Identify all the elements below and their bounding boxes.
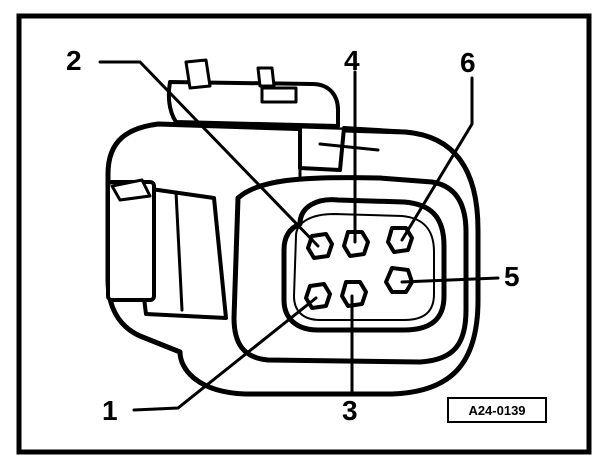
callout-6: 6 [460,47,476,78]
latch-slot [184,58,212,90]
leader-line-2 [98,60,320,248]
pin-cavity-4 [342,230,370,258]
latch-slot-2 [256,66,276,88]
pin-cavity-3 [340,280,368,308]
callout-1: 1 [102,395,118,426]
callout-3: 3 [342,395,358,426]
reference-code-box [447,397,547,423]
leader-line-6 [400,76,474,242]
reference-code: A24-0139 [468,403,525,418]
connector-housing [105,58,481,397]
side-panel-line [174,190,184,312]
callout-2: 2 [66,45,82,76]
pin-cavity-5 [384,266,414,294]
leader-line-1 [132,296,318,412]
pin-insert-ring [293,213,435,321]
side-latch-tab [110,178,152,202]
lock-bridge-inner [298,142,380,178]
latch-window [260,86,298,104]
leader-lines [98,60,500,412]
leader-line-5 [400,276,500,284]
callout-4: 4 [344,45,360,76]
callout-5: 5 [504,261,520,292]
